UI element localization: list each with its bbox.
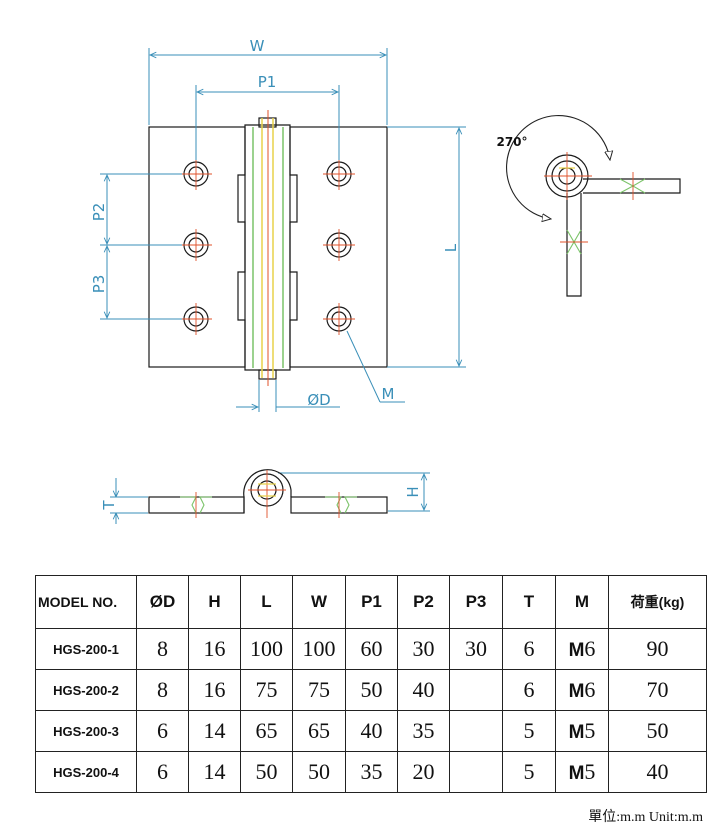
dim-label-p2: P2 <box>90 203 108 222</box>
header-t: T <box>502 575 556 629</box>
cell-load: 90 <box>608 628 707 670</box>
table-row: HGS-200-1 8 16 100 100 60 30 30 6 M6 90 <box>35 628 707 670</box>
table-row: HGS-200-3 6 14 65 65 40 35 5 M5 50 <box>35 710 707 752</box>
table-row: HGS-200-2 8 16 75 75 50 40 6 M6 70 <box>35 669 707 711</box>
dimension-lines <box>100 48 466 524</box>
header-l: L <box>240 575 293 629</box>
m-number: 5 <box>584 718 596 743</box>
header-h: H <box>188 575 241 629</box>
cell-d: 8 <box>136 628 189 670</box>
cell-p3 <box>449 751 503 793</box>
side-left-leaf <box>148 496 245 514</box>
side-view <box>148 469 388 518</box>
cell-l: 100 <box>240 628 293 670</box>
m-number: 6 <box>584 677 596 702</box>
unit-note: 單位:m.m Unit:m.m <box>588 810 703 825</box>
cell-h: 14 <box>188 710 241 752</box>
cell-l: 50 <box>240 751 293 793</box>
dim-label-w: W <box>250 37 265 55</box>
m-prefix: M <box>568 722 585 743</box>
spec-table: MODEL NO. ØD H L W P1 P2 P3 T M 荷重(kg) H… <box>35 575 707 793</box>
m-prefix: M <box>568 763 585 784</box>
table-row: HGS-200-4 6 14 50 50 35 20 5 M5 40 <box>35 751 707 793</box>
rotation-view <box>506 115 681 297</box>
dim-label-t: T <box>100 500 118 511</box>
cell-d: 6 <box>136 751 189 793</box>
cell-p3 <box>449 710 503 752</box>
cell-p1: 50 <box>345 669 398 711</box>
header-model: MODEL NO. <box>35 575 137 629</box>
cell-h: 16 <box>188 669 241 711</box>
cell-l: 65 <box>240 710 293 752</box>
cell-m: M5 <box>555 751 609 793</box>
cell-w: 50 <box>292 751 346 793</box>
rotated-vertical-leaf <box>566 193 582 297</box>
dim-label-h: H <box>404 486 422 497</box>
cell-p3 <box>449 669 503 711</box>
header-d: ØD <box>136 575 189 629</box>
header-p3: P3 <box>449 575 503 629</box>
cell-m: M6 <box>555 628 609 670</box>
front-view <box>148 110 388 386</box>
cell-h: 14 <box>188 751 241 793</box>
cell-model: HGS-200-3 <box>35 710 137 752</box>
cell-t: 5 <box>502 751 556 793</box>
cell-p3: 30 <box>449 628 503 670</box>
cell-h: 16 <box>188 628 241 670</box>
cell-p1: 60 <box>345 628 398 670</box>
header-load: 荷重(kg) <box>608 575 707 629</box>
knuckle <box>237 124 298 371</box>
rotation-angle-label: 270° <box>496 135 527 149</box>
cell-w: 75 <box>292 669 346 711</box>
cell-load: 70 <box>608 669 707 711</box>
m-number: 6 <box>584 636 596 661</box>
cell-model: HGS-200-4 <box>35 751 137 793</box>
cell-p2: 30 <box>397 628 450 670</box>
cell-m: M5 <box>555 710 609 752</box>
cell-p1: 35 <box>345 751 398 793</box>
rotated-horizontal-leaf <box>583 178 681 194</box>
cell-t: 5 <box>502 710 556 752</box>
cell-model: HGS-200-1 <box>35 628 137 670</box>
hinge-technical-drawing: W P1 P2 P3 L ØD M T H 270° <box>90 37 681 524</box>
cell-w: 65 <box>292 710 346 752</box>
header-p2: P2 <box>397 575 450 629</box>
cell-t: 6 <box>502 669 556 711</box>
cell-model: HGS-200-2 <box>35 669 137 711</box>
table-header-row: MODEL NO. ØD H L W P1 P2 P3 T M 荷重(kg) <box>35 575 707 629</box>
rotation-arrow <box>506 115 610 219</box>
m-prefix: M <box>568 640 585 661</box>
header-w: W <box>292 575 346 629</box>
side-knuckle <box>243 469 292 513</box>
cell-p2: 20 <box>397 751 450 793</box>
dim-label-p3: P3 <box>90 275 108 294</box>
dim-label-m: M <box>382 385 395 403</box>
cell-p2: 35 <box>397 710 450 752</box>
cell-p1: 40 <box>345 710 398 752</box>
cell-l: 75 <box>240 669 293 711</box>
header-p1: P1 <box>345 575 398 629</box>
cell-d: 8 <box>136 669 189 711</box>
m-prefix: M <box>568 681 585 702</box>
cell-w: 100 <box>292 628 346 670</box>
cell-p2: 40 <box>397 669 450 711</box>
dim-label-l: L <box>442 243 460 252</box>
dim-label-diameter: ØD <box>307 391 330 409</box>
cell-t: 6 <box>502 628 556 670</box>
cell-d: 6 <box>136 710 189 752</box>
cell-m: M6 <box>555 669 609 711</box>
header-m: M <box>555 575 609 629</box>
m-number: 5 <box>584 759 596 784</box>
dim-label-p1: P1 <box>258 73 277 91</box>
cell-load: 40 <box>608 751 707 793</box>
cell-load: 50 <box>608 710 707 752</box>
